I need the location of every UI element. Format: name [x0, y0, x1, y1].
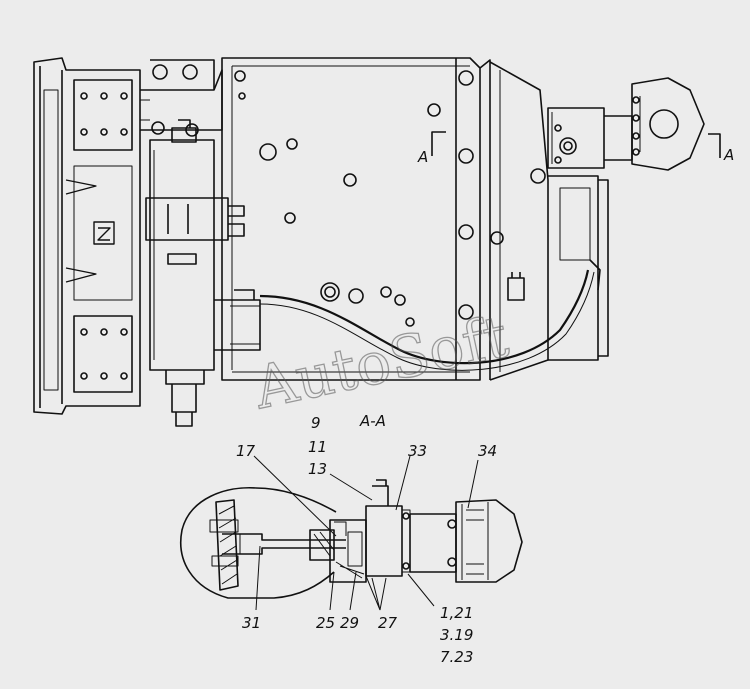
section-line-a-a — [431, 131, 721, 158]
callout-11: 11 — [308, 438, 327, 456]
callout-29: 29 — [340, 614, 359, 632]
rear-flange — [455, 58, 549, 381]
callout-9: 9 — [311, 414, 321, 432]
bell-housing — [33, 57, 141, 415]
callout-31: 31 — [242, 614, 261, 632]
leader-lines — [253, 455, 479, 611]
callout-27: 27 — [378, 614, 398, 632]
watermark: AutoSoft — [247, 302, 513, 422]
output-housing — [530, 168, 609, 361]
shaft-31 — [222, 533, 346, 555]
callout-1-21: 1,21 — [440, 604, 473, 622]
pto-drive — [547, 77, 705, 171]
callout-7-23: 7.23 — [440, 648, 473, 666]
section-mark-right: A — [723, 146, 734, 164]
section-title: A-A — [359, 412, 386, 430]
callout-33: 33 — [408, 442, 427, 460]
shift-module — [145, 119, 261, 427]
gearbox-side-view — [33, 57, 721, 427]
air-pipe — [259, 269, 595, 371]
callout-17: 17 — [236, 442, 256, 460]
zf-logo — [93, 221, 115, 245]
callout-34: 34 — [478, 442, 497, 460]
section-view-a-a — [180, 455, 523, 611]
callout-13: 13 — [308, 460, 327, 478]
callout-3-19: 3.19 — [440, 626, 473, 644]
main-housing — [221, 57, 481, 381]
housing-wall — [209, 499, 239, 591]
break-line — [180, 487, 335, 599]
valve-body — [365, 479, 411, 577]
callout-25: 25 — [316, 614, 335, 632]
pto-34 — [409, 499, 523, 583]
bearing-housing — [309, 519, 367, 583]
section-mark-left: A — [417, 148, 428, 166]
input-shaft-area — [140, 59, 223, 137]
